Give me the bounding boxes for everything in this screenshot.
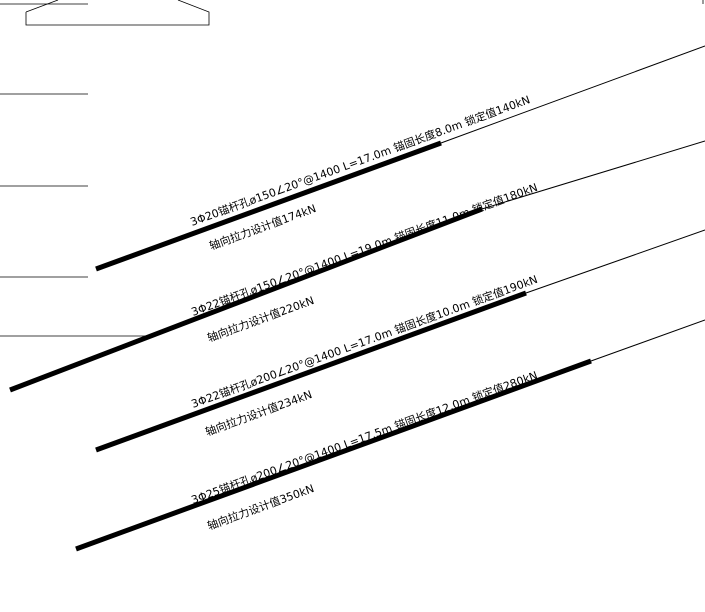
cap-outline xyxy=(25,0,210,26)
bond-section-bar xyxy=(95,290,527,453)
structure-outline xyxy=(0,0,704,337)
free-section-line xyxy=(525,229,705,294)
bond-section-bar xyxy=(95,140,442,272)
bond-section-bar xyxy=(75,358,592,552)
free-section-line xyxy=(440,45,705,144)
anchor-4: 3Φ25锚杆孔ø200∠20°@1400 L=17.5m 锚固长度12.0m 锁… xyxy=(75,319,705,552)
free-section-line xyxy=(481,140,705,210)
bond-section-bar xyxy=(9,206,483,393)
free-section-line xyxy=(590,319,705,362)
